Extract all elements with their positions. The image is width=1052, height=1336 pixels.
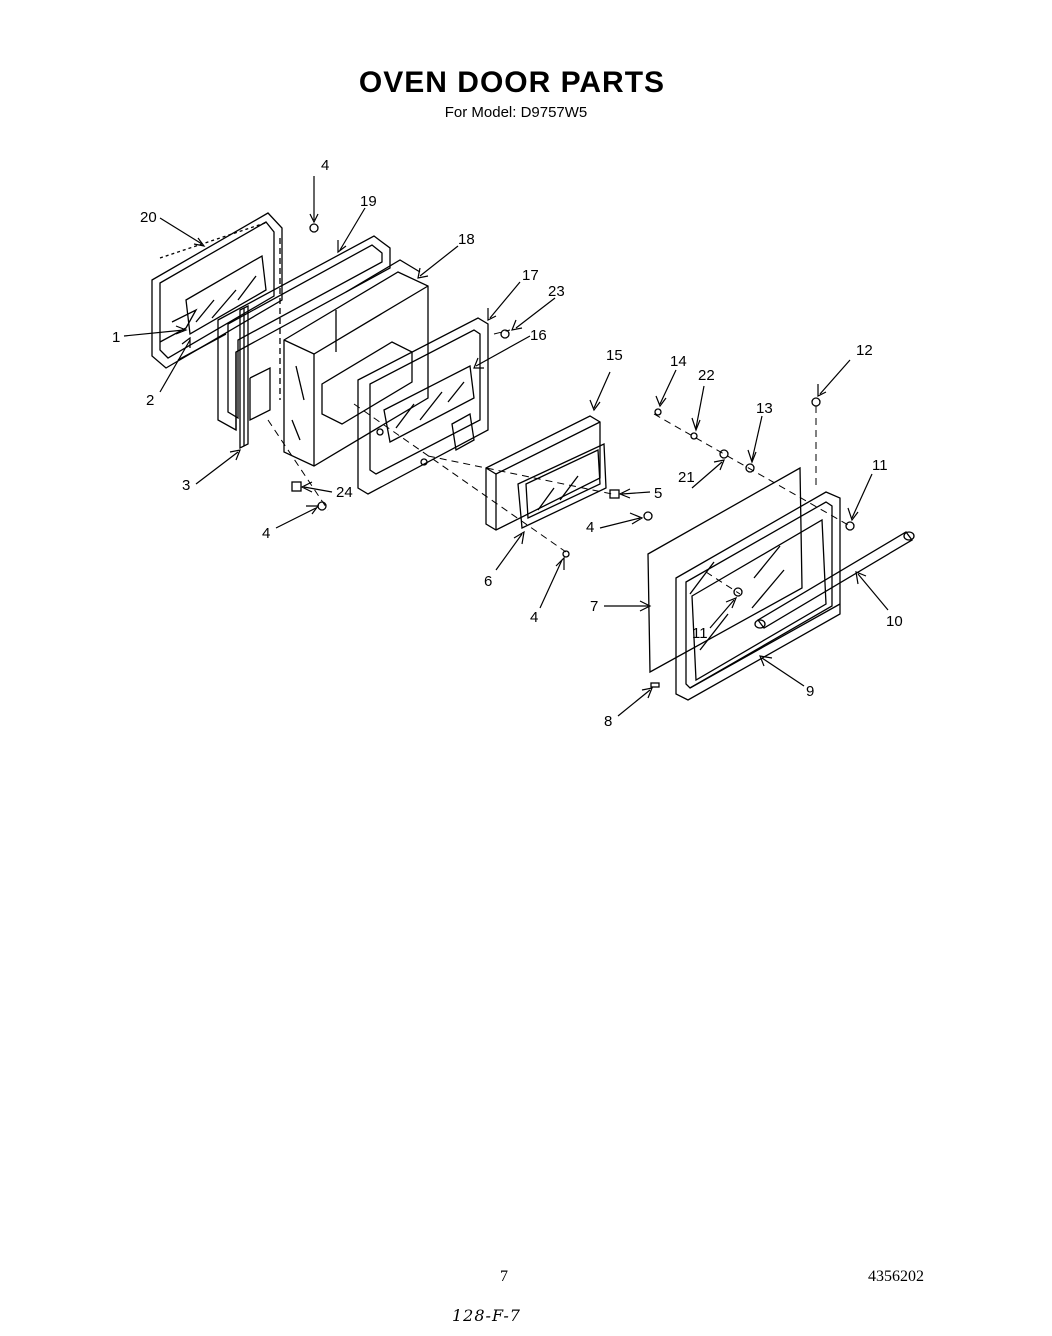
part-4-screw-bottom	[562, 550, 570, 558]
callout-13: 13	[756, 400, 773, 417]
callout-9: 9	[806, 683, 814, 700]
document-number: 4356202	[868, 1268, 924, 1285]
callout-3: 3	[182, 477, 190, 494]
part-12-screw	[811, 397, 821, 407]
part-21-washer	[719, 449, 729, 459]
handwritten-note: 128-F-7	[452, 1306, 521, 1325]
callout-5: 5	[654, 485, 662, 502]
callout-6: 6	[484, 573, 492, 590]
callout-8: 8	[604, 713, 612, 730]
callout-labels: 4 20 19 18 17 23 16 1 2 3 24 4 15 5 4 6 …	[112, 157, 903, 730]
callout-21: 21	[678, 469, 695, 486]
part-11-spacer-center	[733, 587, 743, 597]
callout-1: 1	[112, 329, 120, 346]
part-9-outer-door	[675, 491, 841, 701]
callout-4-top: 4	[321, 157, 329, 174]
callout-18: 18	[458, 231, 475, 248]
callout-14: 14	[670, 353, 687, 370]
callout-24: 24	[336, 484, 353, 501]
callout-11-right: 11	[872, 457, 888, 474]
part-20-inner-panel	[151, 212, 283, 369]
part-24-clip	[291, 481, 302, 492]
part-3-side-channel	[239, 304, 249, 450]
part-13-washer	[745, 463, 755, 473]
callout-17: 17	[522, 267, 539, 284]
part-4-screw-top	[309, 223, 319, 233]
part-6-inner-glass	[517, 443, 607, 529]
callout-20: 20	[140, 209, 157, 226]
callout-7: 7	[590, 598, 598, 615]
callout-2: 2	[146, 392, 154, 409]
page-number: 7	[500, 1268, 508, 1285]
model-subtitle: For Model: D9757W5	[444, 104, 588, 121]
callout-4-left: 4	[262, 525, 270, 542]
part-14-screw	[654, 408, 662, 416]
hardware-pieces	[291, 223, 855, 688]
part-4-screw-right	[643, 511, 653, 521]
callout-10: 10	[886, 613, 903, 630]
callout-12: 12	[856, 342, 873, 359]
leader-lines	[123, 176, 889, 717]
part-8-screw	[650, 682, 660, 688]
part-11-spacer-right	[845, 521, 855, 531]
part-22-spacer	[690, 432, 698, 440]
part-19-frame	[217, 235, 391, 432]
callout-11-center: 11	[692, 625, 708, 642]
callout-15: 15	[606, 347, 623, 364]
callout-16: 16	[530, 327, 547, 344]
part-23-screw	[500, 329, 510, 339]
callout-4-right: 4	[586, 519, 594, 536]
callout-23: 23	[548, 283, 565, 300]
part-4-screw-left	[317, 501, 327, 511]
callout-4-bottom: 4	[530, 609, 538, 626]
assembly-lines	[267, 329, 851, 595]
callout-22: 22	[698, 367, 715, 384]
part-5-clip	[609, 489, 620, 499]
part-18-door-liner	[283, 259, 429, 467]
part-2-gasket	[159, 308, 227, 361]
part-7-outer-glass	[647, 466, 803, 674]
part-17-inner-frame	[357, 317, 489, 495]
callout-19: 19	[360, 193, 377, 210]
page-title: OVEN DOOR PARTS	[358, 66, 666, 99]
part-10-handle	[754, 531, 915, 629]
